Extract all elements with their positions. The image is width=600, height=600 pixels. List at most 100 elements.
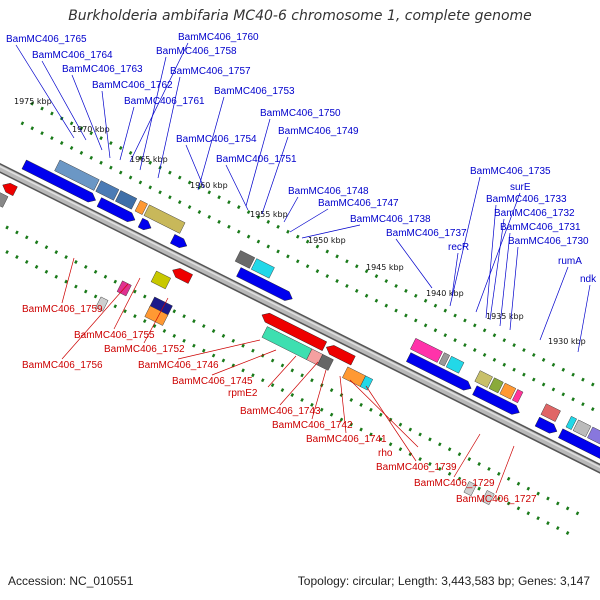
tick-mark <box>492 357 497 362</box>
tick-mark <box>404 288 408 293</box>
tick-mark <box>423 323 428 328</box>
scale-label: 1975 kbp <box>14 97 52 106</box>
forward-cds-arrow <box>96 197 136 222</box>
feature-block <box>499 382 517 400</box>
tick-mark <box>565 506 570 511</box>
tick-mark <box>142 294 147 299</box>
feature-block <box>512 389 524 404</box>
tick-mark <box>428 462 432 466</box>
label-leader <box>485 204 497 319</box>
feature-block <box>438 352 450 367</box>
label-leader <box>267 355 297 388</box>
tick-mark <box>536 491 540 496</box>
gene-label: BamMC406_1742 <box>272 420 353 431</box>
tick-mark <box>40 131 44 136</box>
gene-label: BamMC406_1730 <box>508 236 589 247</box>
tick-mark <box>551 362 556 367</box>
tick-mark <box>354 264 359 269</box>
tick-mark <box>447 471 452 476</box>
tick-mark <box>177 175 182 180</box>
tick-mark <box>526 486 531 491</box>
tick-mark <box>388 442 393 447</box>
tick-mark <box>506 476 511 481</box>
tick-mark <box>408 427 413 432</box>
tick-mark <box>148 160 153 165</box>
forward-cds-arrow <box>21 159 96 203</box>
tick-mark <box>556 501 560 506</box>
gene-label: BamMC406_1763 <box>62 64 143 75</box>
label-leader <box>61 283 129 360</box>
gene-label: BamMC406_1757 <box>170 66 251 77</box>
tick-mark <box>24 235 29 240</box>
tick-mark <box>276 224 280 229</box>
label-leader <box>311 369 327 420</box>
tick-mark <box>30 126 35 131</box>
tick-mark <box>482 352 487 357</box>
label-leaders <box>15 42 591 494</box>
feature-block <box>488 377 504 394</box>
tick-mark <box>182 338 186 343</box>
tick-mark <box>236 205 241 210</box>
reverse-cds-arrow <box>326 345 356 366</box>
tick-mark <box>20 121 25 126</box>
tick-mark <box>516 506 521 511</box>
tick-mark <box>290 393 295 397</box>
tick-mark <box>532 352 536 357</box>
gene-label: BamMC406_1732 <box>494 208 575 219</box>
tick-mark <box>590 407 595 412</box>
tick-mark <box>128 175 133 180</box>
tick-mark <box>286 229 290 234</box>
label-leader <box>279 361 319 406</box>
reverse-cds-arrow <box>172 268 193 284</box>
tick-mark <box>329 412 334 417</box>
tick-mark <box>571 397 575 402</box>
label-leader <box>101 90 111 159</box>
tick-mark <box>24 259 29 264</box>
tick-mark <box>109 165 113 170</box>
map-title: Burkholderia ambifaria MC40-6 chromosome… <box>68 8 532 24</box>
tick-mark <box>561 367 566 372</box>
feature-block <box>234 250 256 269</box>
tick-mark <box>256 239 261 244</box>
tick-mark <box>34 240 39 245</box>
tick-mark <box>5 225 9 230</box>
label-leader <box>495 445 515 494</box>
gene-label: BamMC406_1727 <box>456 494 537 505</box>
label-leader <box>499 232 511 327</box>
gene-label: ndk <box>580 274 597 285</box>
tick-mark <box>443 308 448 313</box>
gene-label: BamMC406_1737 <box>386 228 467 239</box>
tick-mark <box>280 363 285 368</box>
tick-mark <box>438 442 442 447</box>
scale-label: 1945 kbp <box>366 263 404 272</box>
tick-mark <box>437 466 442 471</box>
tick-mark <box>118 170 123 175</box>
label-leader <box>365 385 417 462</box>
reverse-cds-arrow <box>2 183 18 197</box>
gene-label: BamMC406_1754 <box>176 134 257 145</box>
gene-label: BamMC406_1739 <box>376 462 457 473</box>
tick-mark <box>457 452 462 457</box>
tick-mark <box>192 343 196 348</box>
tick-mark <box>364 269 369 274</box>
feature-block <box>410 338 443 363</box>
tick-mark <box>339 417 344 422</box>
feature-block <box>134 200 148 215</box>
tick-mark <box>133 314 137 319</box>
scale-label: 1935 kbp <box>486 312 524 321</box>
tick-mark <box>182 314 186 319</box>
tick-mark <box>369 432 373 437</box>
tick-mark <box>374 298 379 303</box>
feature-block <box>115 190 138 210</box>
gene-label: BamMC406_1729 <box>414 478 495 489</box>
tick-mark <box>413 293 418 298</box>
gene-label: recR <box>448 242 469 253</box>
tick-mark <box>565 531 570 535</box>
tick-mark <box>423 298 428 303</box>
forward-cds-arrow <box>137 217 152 231</box>
gene-label: BamMC406_1755 <box>74 330 155 341</box>
tick-mark <box>418 432 422 437</box>
tick-mark <box>512 367 516 372</box>
tick-mark <box>428 437 432 442</box>
tick-mark <box>113 304 118 309</box>
